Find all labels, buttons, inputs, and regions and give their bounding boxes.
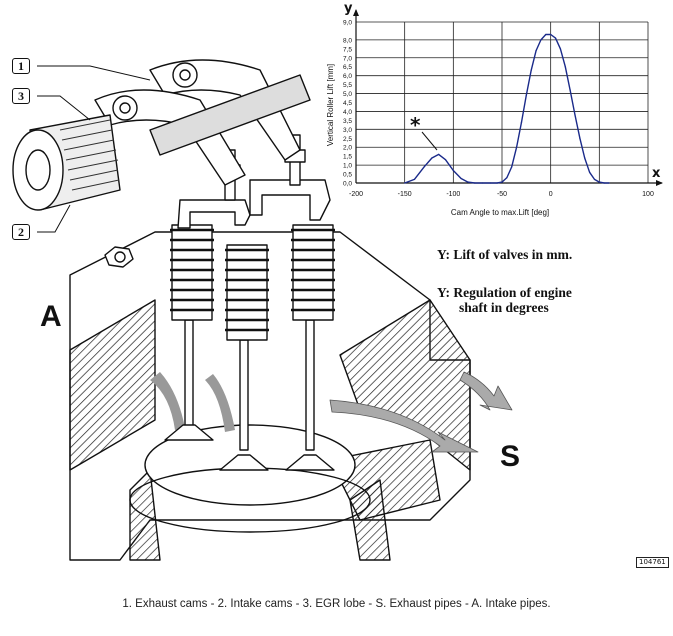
lift-curve-point — [467, 181, 469, 183]
x-axis-arrow — [656, 180, 663, 186]
camshaft — [12, 114, 121, 211]
reference-code: 104761 — [636, 557, 669, 568]
intake-letter: A — [40, 300, 62, 333]
y-tick-label: 1,5 — [343, 154, 352, 161]
valve-center — [219, 244, 269, 471]
lift-curve-point — [559, 48, 562, 50]
lift-curve-point — [550, 33, 552, 36]
chart-ticks: 0,0 0,5 1,0 1,5 2,0 2,5 3,0 3,5 4,0 4,5 5,0 5,5 6,0 6… — [343, 20, 654, 199]
x-tick-label: -100 — [446, 191, 460, 198]
y-tick-label: 7,5 — [343, 46, 352, 53]
figure-caption: 1. Exhaust cams - 2. Intake cams - 3. EG… — [122, 598, 551, 610]
x-axis-letter: x — [652, 166, 661, 181]
y-tick-label: 8,0 — [343, 37, 352, 44]
lift-curve-point — [501, 181, 503, 183]
y-tick-label: 0,5 — [343, 172, 352, 179]
y-tick-label: 4,0 — [343, 109, 352, 116]
y-tick-label: 7,0 — [343, 55, 352, 62]
lift-curve-point — [574, 114, 576, 116]
y-tick-label: 4,5 — [343, 100, 352, 107]
lift-curve-point — [489, 182, 491, 184]
lift-curve-point — [525, 94, 527, 96]
rocker-shaft — [149, 74, 311, 156]
lift-curve-point — [423, 166, 425, 168]
x-tick-label: -50 — [497, 191, 507, 198]
exhaust-letter: S — [500, 440, 521, 473]
y-tick-label: 3,5 — [343, 118, 352, 125]
lift-curve-point — [516, 146, 518, 148]
intake-port-wall — [69, 299, 156, 471]
lift-curve-line — [404, 33, 610, 184]
lift-curve-point — [593, 178, 596, 181]
y-tick-label: 2,0 — [343, 145, 352, 152]
lift-curve-point — [608, 182, 610, 184]
lift-curve-point — [452, 169, 454, 172]
legend-line-degrees: shaft in degrees — [459, 300, 549, 315]
x-tick-label: -200 — [349, 191, 363, 198]
y-tick-label: 0,0 — [343, 181, 352, 188]
y-axis-arrow — [353, 9, 359, 16]
lift-curve-point — [506, 177, 508, 179]
y-tick-label: 5,0 — [343, 91, 352, 98]
y-tick-label: 9,0 — [343, 20, 352, 27]
lift-curve-point — [584, 157, 586, 159]
chart-ylabel: Vertical Roller Lift [mm] — [326, 64, 335, 146]
asterisk-annotation: * — [410, 113, 421, 137]
lift-curve-point — [496, 182, 498, 184]
valve-bridge-left — [177, 199, 251, 229]
lift-curve-point — [474, 182, 476, 184]
y-tick-label: 2,5 — [343, 136, 352, 143]
y-tick-label: 5,5 — [343, 82, 352, 89]
chart-series — [404, 33, 610, 184]
callout-3: 3 — [12, 88, 30, 104]
lift-curve-point — [444, 159, 447, 161]
lift-curve-point — [431, 157, 433, 159]
y-tick-label: 6,0 — [343, 73, 352, 80]
callout-1: 1 — [12, 58, 30, 74]
lift-curve-point — [520, 121, 523, 123]
y-tick-label: 6,5 — [343, 64, 352, 71]
lift-curve-point — [438, 153, 440, 155]
x-tick-label: -150 — [398, 191, 412, 198]
legend-line-lift: Y: Lift of valves in mm. — [437, 247, 573, 262]
callout-2: 2 — [12, 224, 30, 240]
lift-curve-point — [564, 66, 566, 68]
valve-left — [164, 224, 214, 441]
chart-xlabel: Cam Angle to max.Lift [deg] — [451, 208, 549, 217]
asterisk-leader — [421, 131, 438, 151]
lift-curve-point — [598, 181, 600, 183]
y-tick-label: 1,0 — [343, 163, 352, 170]
x-tick-label: 0 — [549, 191, 553, 198]
y-axis-letter: y — [344, 1, 353, 16]
lift-curve-point — [540, 39, 542, 41]
lift-curve-point — [530, 69, 532, 71]
x-tick-label: 100 — [642, 191, 654, 198]
lift-curve-point — [404, 182, 406, 184]
y-tick-label: 3,0 — [343, 127, 352, 134]
chart-grid — [353, 9, 663, 186]
exhaust-flow-arrow — [329, 399, 479, 453]
lift-curve-point — [413, 178, 415, 181]
lift-curve-point — [460, 177, 462, 180]
intake-flow-arrow — [150, 372, 185, 430]
lift-curve-point — [545, 33, 547, 36]
lift-curve-point — [535, 50, 537, 52]
lift-curve-point — [589, 171, 591, 173]
valve-right — [285, 224, 335, 471]
lift-curve-point — [554, 37, 557, 39]
legend-line-regulation: Y: Regulation of engine — [437, 285, 572, 300]
lift-curve-point — [569, 89, 571, 91]
lift-curve-point — [481, 182, 484, 184]
lift-curve-point — [511, 166, 513, 168]
valve-bridge-right — [249, 179, 331, 221]
lift-curve-point — [603, 182, 605, 184]
lift-curve-point — [579, 137, 581, 139]
